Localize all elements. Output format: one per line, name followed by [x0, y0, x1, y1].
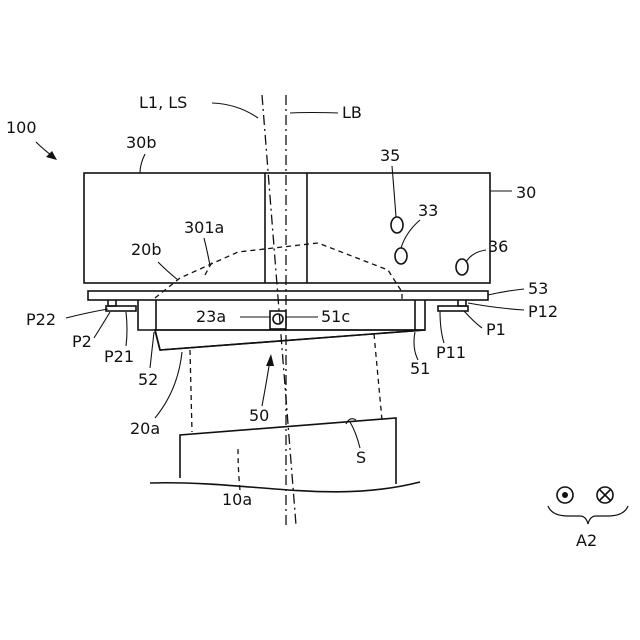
label-lb: LB [342, 103, 362, 122]
label-device: 100 [6, 118, 37, 137]
hole-35 [391, 217, 403, 233]
label-cap-bottom: 20a [130, 419, 160, 438]
label-pivot-ref: 51c [321, 307, 350, 326]
label-pivot: 23a [196, 307, 226, 326]
leader-plate [414, 332, 418, 360]
label-tilt-arrow: 50 [249, 406, 269, 425]
label-p21: P21 [104, 347, 134, 366]
housing-block [84, 173, 490, 283]
leader-p1 [464, 311, 482, 328]
leader-housing-top [140, 154, 145, 173]
label-p12: P12 [528, 302, 558, 321]
leader-hole-36 [466, 250, 486, 262]
label-l1-ls: L1, LS [139, 93, 187, 112]
right-shim [458, 300, 466, 306]
leader-l1-ls [212, 103, 258, 118]
label-housing: 30 [516, 183, 536, 202]
leader-surface [350, 422, 360, 448]
leader-lb [290, 113, 338, 114]
left-step [138, 300, 156, 330]
leader-p11 [440, 311, 444, 343]
label-hole-33: 33 [418, 201, 438, 220]
pad-left [106, 306, 136, 311]
label-p2: P2 [72, 332, 92, 351]
leader-p22 [66, 309, 108, 318]
right-step [415, 300, 425, 330]
label-hole-36: 36 [488, 237, 508, 256]
leader-cap-top [158, 262, 178, 280]
into-page-icon [597, 487, 613, 503]
right-dash-guide [374, 334, 382, 420]
label-p11: P11 [436, 343, 466, 362]
label-plate: 51 [410, 359, 430, 378]
device-arrow [36, 142, 57, 160]
leader-p12 [468, 303, 524, 310]
left-dash-guide [190, 350, 192, 432]
leader-cap-bottom [155, 352, 182, 418]
leader-base [238, 448, 240, 490]
out-of-page-icon [557, 487, 573, 503]
leader-recess [204, 238, 210, 266]
label-p22: P22 [26, 310, 56, 329]
label-direction: A2 [576, 531, 597, 550]
leader-plate-left [150, 332, 154, 368]
leader-p2 [94, 312, 110, 338]
label-p53: 53 [528, 279, 548, 298]
recess-mark [205, 262, 212, 275]
label-hole-35: 35 [380, 146, 400, 165]
leader-p21 [126, 312, 127, 346]
base-curve [150, 482, 420, 492]
label-housing-top: 30b [126, 133, 157, 152]
leader-p53 [488, 289, 524, 295]
leader-hole-33 [401, 220, 420, 248]
label-base: 10a [222, 490, 252, 509]
tilted-plate-side [155, 330, 160, 350]
label-plate-left: 52 [138, 370, 158, 389]
label-recess: 301a [184, 218, 224, 237]
pad-right [438, 306, 468, 311]
direction-brace [548, 506, 628, 524]
tilted-plate-edge [160, 330, 425, 350]
left-shim [108, 300, 116, 306]
label-cap-top: 20b [131, 240, 162, 259]
pivot-circle [273, 314, 283, 324]
label-p1: P1 [486, 320, 506, 339]
tilt-arrow [262, 354, 274, 406]
hole-33 [395, 248, 407, 264]
label-surface: S [356, 448, 366, 467]
flange-strip [88, 291, 488, 300]
axis-l1-ls [262, 95, 296, 525]
